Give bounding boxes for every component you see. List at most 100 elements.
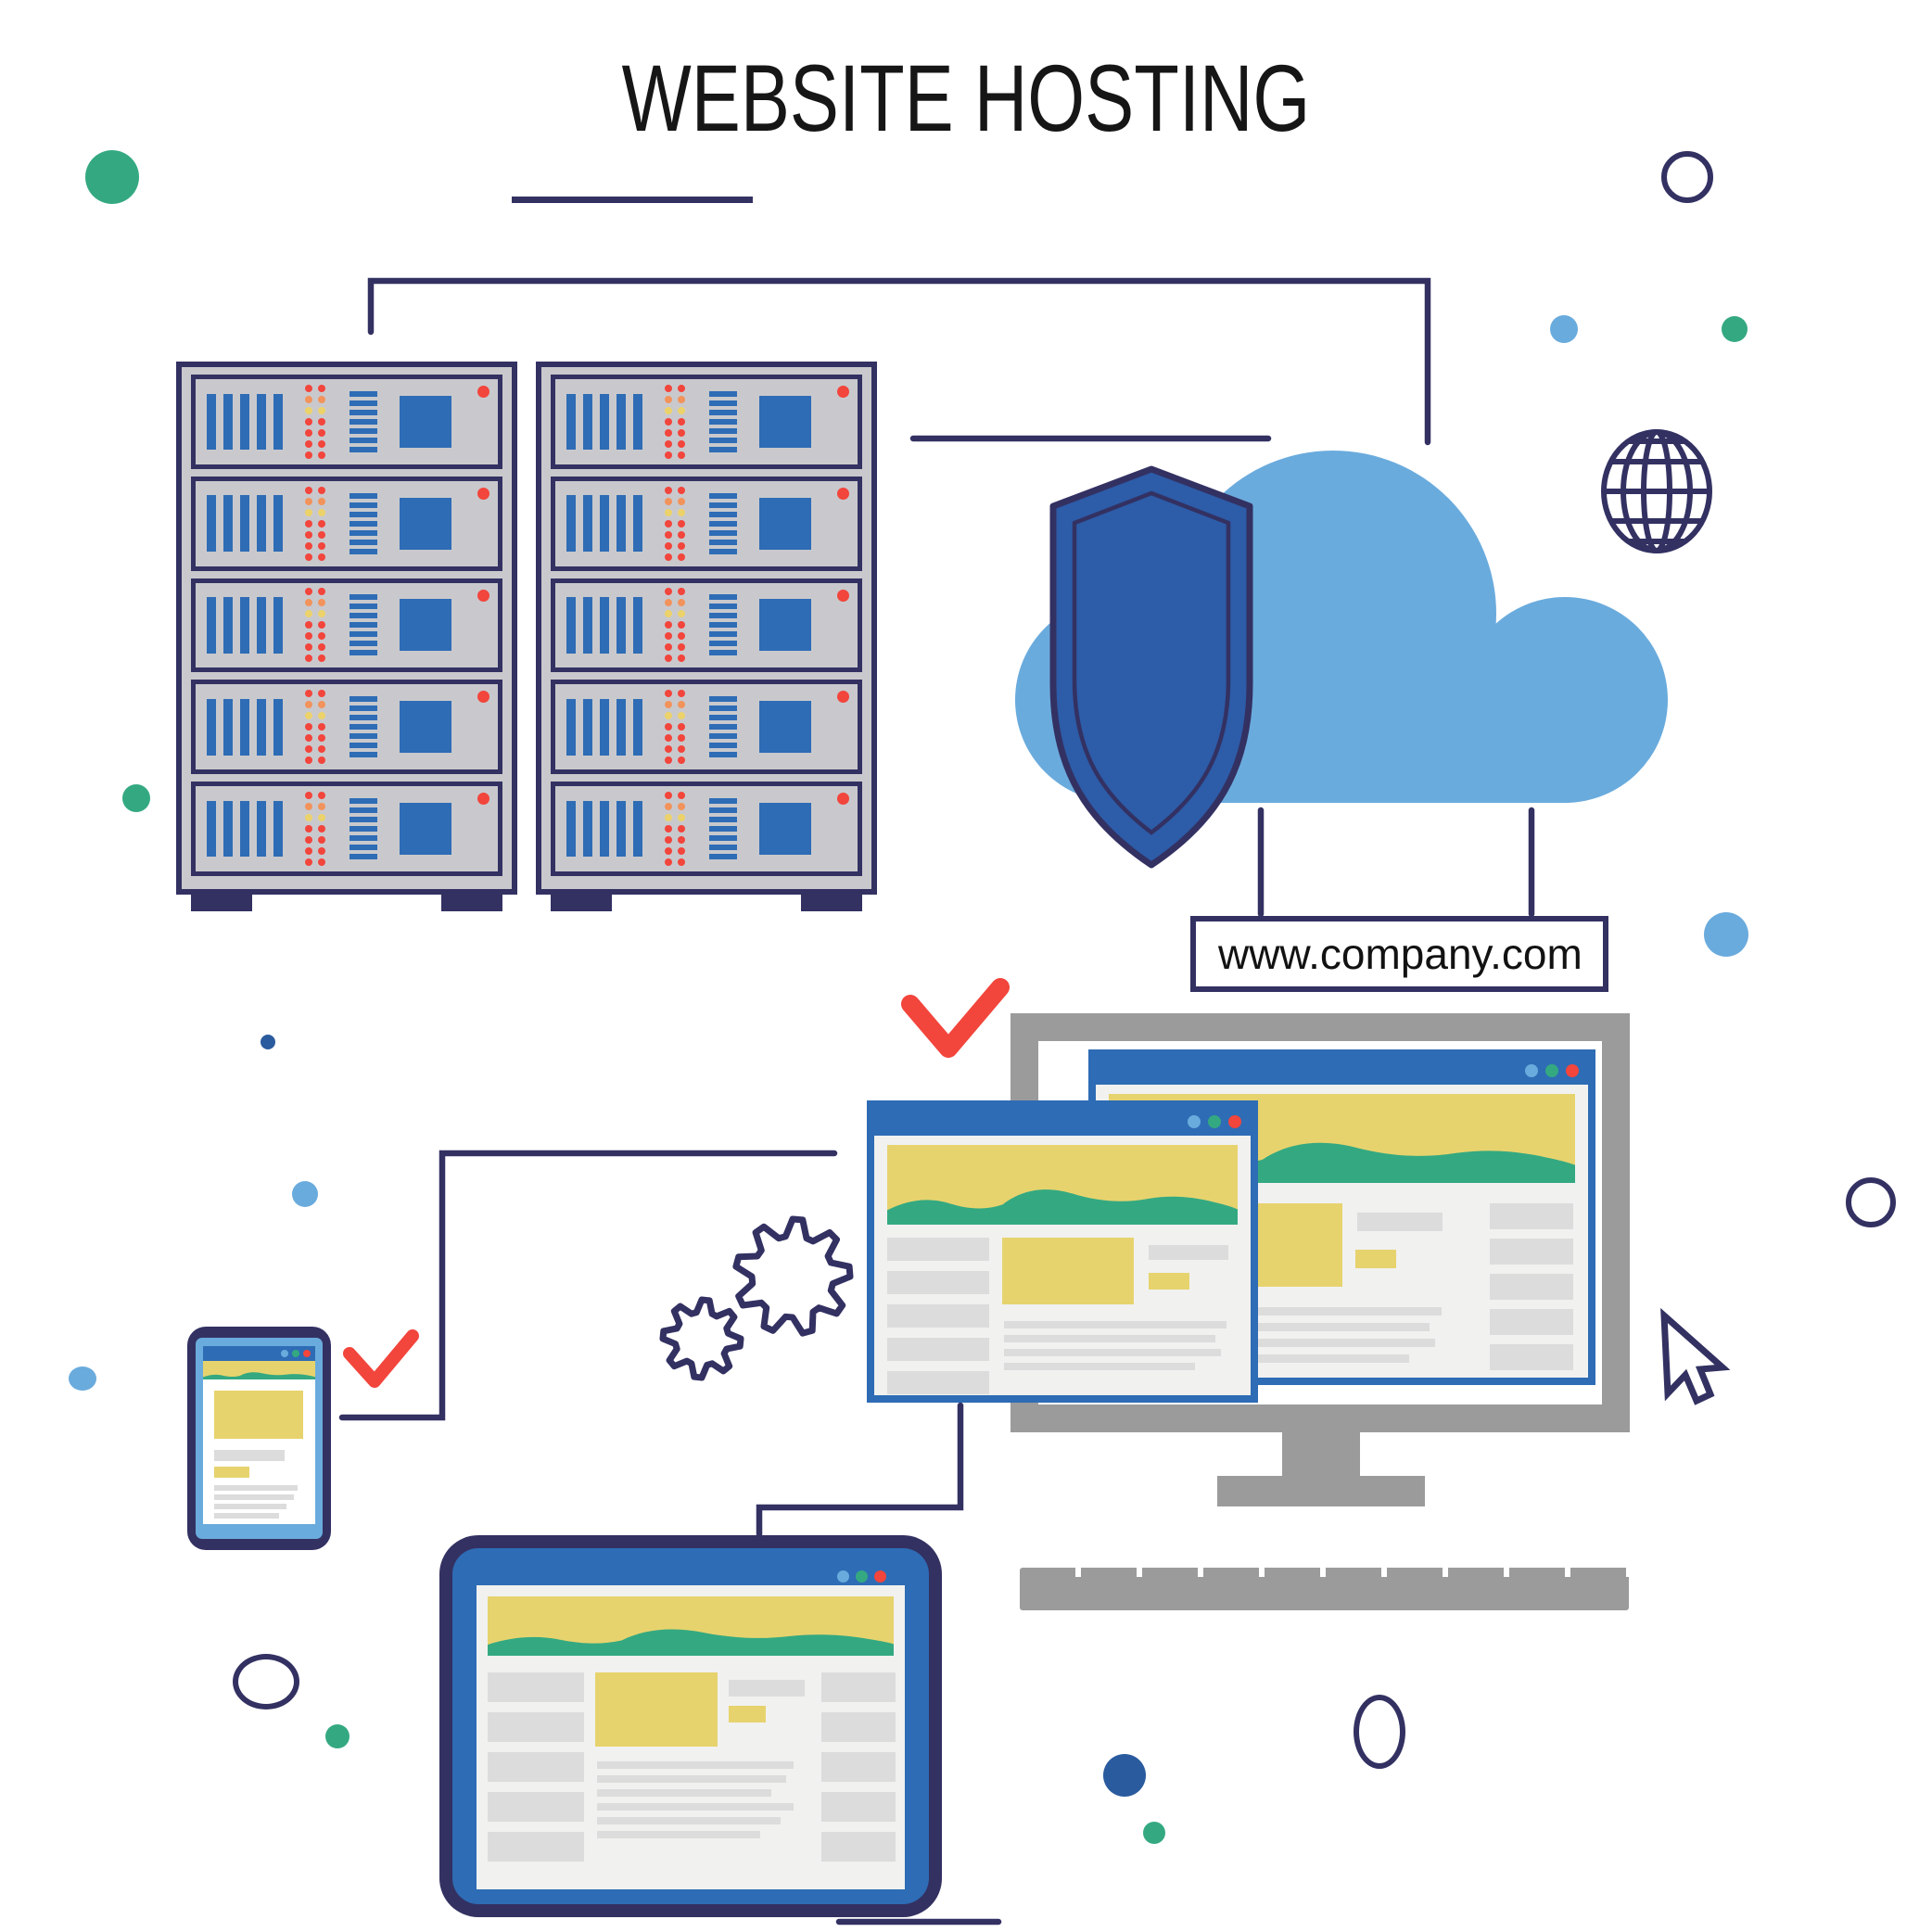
drive-slot-bar xyxy=(240,597,249,654)
port-bar xyxy=(350,715,377,721)
drive-slot-bar xyxy=(583,597,592,654)
button-placeholder xyxy=(1149,1273,1189,1290)
port-bar xyxy=(350,529,377,536)
led-light xyxy=(665,814,672,822)
port-bar xyxy=(709,733,737,740)
keyboard xyxy=(1020,1568,1629,1610)
drive-slot-bar xyxy=(207,393,216,451)
led-light xyxy=(318,553,325,561)
window-dot-red-icon xyxy=(1566,1064,1579,1077)
dot-decoration xyxy=(122,784,150,812)
gear-small-icon xyxy=(659,1296,744,1381)
led-light xyxy=(665,734,672,743)
button-placeholder xyxy=(729,1706,766,1722)
drive-slot-bar xyxy=(616,597,626,654)
status-light-icon xyxy=(837,589,849,602)
led-grid xyxy=(305,384,325,459)
led-light xyxy=(665,451,672,459)
led-light xyxy=(318,632,325,641)
port-bar xyxy=(709,502,737,508)
phone-page xyxy=(203,1346,315,1524)
drive-slots xyxy=(566,699,642,756)
drive-slots xyxy=(207,495,283,552)
port-bar xyxy=(709,409,737,415)
server-panel xyxy=(400,497,451,550)
led-grid xyxy=(305,690,325,765)
led-light xyxy=(678,792,685,800)
dot-decoration xyxy=(1704,912,1748,957)
sidebar-placeholder-column xyxy=(821,1672,896,1862)
server-unit xyxy=(551,680,862,775)
led-light xyxy=(305,486,312,494)
led-grid xyxy=(665,588,685,663)
status-light-icon xyxy=(837,386,849,398)
led-light xyxy=(305,690,312,698)
content-bar-placeholder xyxy=(1149,1245,1228,1260)
drive-slot-bar xyxy=(207,699,216,756)
drive-slot-bar xyxy=(566,800,576,858)
led-light xyxy=(678,632,685,641)
led-light xyxy=(665,519,672,527)
server-unit xyxy=(551,578,862,673)
rack-foot xyxy=(801,889,862,911)
port-bar xyxy=(709,696,737,703)
status-light-icon xyxy=(837,793,849,806)
led-light xyxy=(318,621,325,629)
drive-slot-bar xyxy=(616,699,626,756)
led-light xyxy=(305,655,312,663)
drive-slot-bar xyxy=(240,393,249,451)
drive-slot-bar xyxy=(566,699,576,756)
port-bar xyxy=(350,622,377,629)
drive-slot-bar xyxy=(257,393,266,451)
led-light xyxy=(318,417,325,426)
text-lines xyxy=(1224,1307,1442,1363)
server-panel xyxy=(400,803,451,856)
port-bar xyxy=(350,817,377,823)
port-bar xyxy=(350,594,377,601)
led-light xyxy=(305,497,312,505)
drive-slot-bar xyxy=(600,800,609,858)
drive-slots xyxy=(207,393,283,451)
led-light xyxy=(318,508,325,516)
led-light xyxy=(665,643,672,652)
led-light xyxy=(665,588,672,596)
led-light xyxy=(665,690,672,698)
drive-slot-bar xyxy=(273,495,283,552)
browser-window-front xyxy=(867,1100,1258,1403)
led-light xyxy=(305,756,312,765)
led-light xyxy=(305,519,312,527)
led-light xyxy=(678,610,685,618)
drive-slot-bar xyxy=(583,393,592,451)
led-light xyxy=(678,497,685,505)
port-bar xyxy=(709,437,737,443)
led-light xyxy=(678,723,685,731)
port-bar xyxy=(709,845,737,851)
monitor-stand-base xyxy=(1217,1476,1425,1506)
led-light xyxy=(678,643,685,652)
led-light xyxy=(665,530,672,539)
led-light xyxy=(665,745,672,754)
led-light xyxy=(665,701,672,709)
tablet-page xyxy=(477,1585,905,1889)
port-bar xyxy=(709,817,737,823)
port-bar xyxy=(350,696,377,703)
port-bar xyxy=(350,400,377,406)
port-bars xyxy=(709,492,737,554)
cursor-icon xyxy=(1660,1307,1731,1405)
drive-slot-bar xyxy=(583,699,592,756)
led-light xyxy=(305,384,312,392)
port-bars xyxy=(709,594,737,656)
status-light-icon xyxy=(477,691,489,704)
drive-slot-bar xyxy=(223,800,233,858)
led-light xyxy=(305,712,312,720)
port-bar xyxy=(350,427,377,434)
led-light xyxy=(665,406,672,414)
drive-slot-bar xyxy=(257,800,266,858)
content-bar-placeholder xyxy=(729,1680,805,1697)
led-light xyxy=(305,439,312,448)
port-bar xyxy=(350,548,377,554)
port-bar xyxy=(709,529,737,536)
led-light xyxy=(665,439,672,448)
led-light xyxy=(305,701,312,709)
